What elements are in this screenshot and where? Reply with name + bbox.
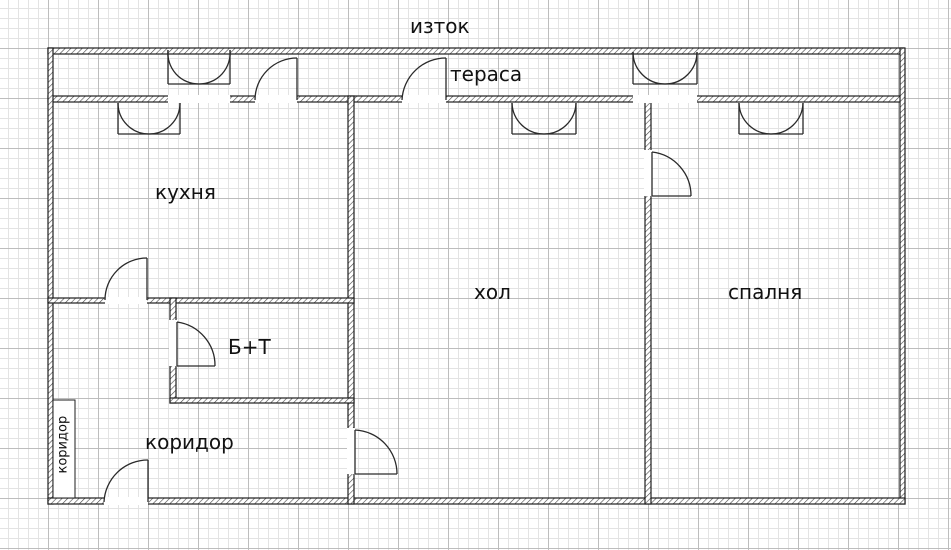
label-bedroom: спалня — [728, 280, 803, 304]
door-hall — [354, 429, 398, 475]
wall-kitchen-bottom — [47, 297, 355, 304]
label-north: изток — [410, 14, 470, 38]
double-door-terrace-4 — [632, 51, 698, 85]
label-terrace: тераса — [450, 62, 523, 86]
label-bathroom: Б+Т — [228, 335, 271, 359]
wall-left-outer — [47, 47, 54, 505]
wall-niche — [52, 399, 76, 499]
doors — [103, 49, 804, 503]
door-openings — [104, 95, 697, 505]
wall-bottom-outer — [47, 497, 906, 505]
wall-right-outer — [899, 47, 906, 505]
double-door-hall — [511, 102, 577, 135]
label-hall: хол — [474, 280, 511, 304]
door-bathroom — [176, 321, 216, 367]
label-corridor: коридор — [145, 430, 234, 454]
label-kitchen: кухня — [155, 180, 216, 204]
door-bedroom — [651, 151, 692, 197]
door-terrace-3 — [401, 57, 447, 101]
door-entrance — [103, 459, 149, 503]
double-door-kitchen — [117, 102, 181, 135]
wall-top-outer — [47, 47, 905, 55]
double-door-terrace-1 — [167, 49, 231, 85]
double-door-bedroom — [738, 102, 804, 135]
label-corridor-small: коридор — [55, 415, 71, 474]
door-kitchen — [104, 257, 148, 301]
wall-bath-bottom — [169, 397, 355, 404]
door-terrace-2 — [254, 57, 298, 101]
